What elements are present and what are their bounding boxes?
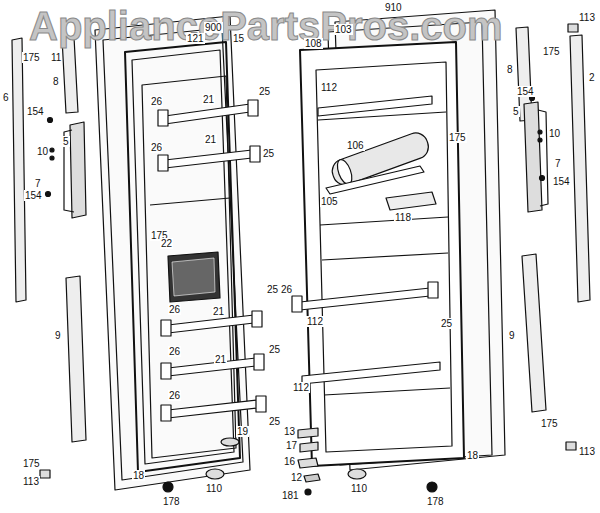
callout-number: 175 — [22, 52, 41, 63]
callout-number: 21 — [214, 354, 227, 365]
callout-number: 175 — [22, 458, 41, 469]
callout-number: 26 — [150, 96, 163, 107]
callout-number: 26 — [168, 346, 181, 357]
callout-number: 26 — [280, 284, 293, 295]
callout-number: 26 — [168, 390, 181, 401]
callout-number: 9 — [508, 330, 516, 341]
callout-number: 8 — [52, 76, 60, 87]
callout-number: 106 — [346, 140, 365, 151]
callout-number: 118 — [394, 212, 412, 223]
callout-number: 175 — [448, 132, 467, 143]
callout-number: 121 — [186, 33, 205, 44]
callout-number: 154 — [516, 86, 535, 97]
callout-number: 25 — [268, 416, 281, 427]
callout-number: 26 — [150, 142, 163, 153]
callout-number: 21 — [212, 306, 225, 317]
callout-number: 5 — [512, 106, 520, 117]
callout-number: 2 — [588, 72, 596, 83]
callout-number: 8 — [506, 64, 514, 75]
callout-number: 7 — [34, 178, 42, 189]
callout-number: 16 — [283, 456, 296, 467]
callout-number: 175 — [542, 46, 561, 57]
callout-number: 112 — [320, 82, 338, 93]
callout-number: 15 — [232, 33, 245, 44]
callout-number: 113 — [578, 446, 596, 457]
callout-number: 10 — [548, 128, 561, 139]
callout-number: 178 — [426, 496, 445, 507]
callout-number: 17 — [285, 440, 298, 451]
callout-number: 154 — [24, 190, 43, 201]
callout-number: 181 — [281, 490, 300, 501]
callout-number: 25 — [440, 318, 453, 329]
callout-number: 11 — [50, 52, 62, 63]
callout-number: 10 — [36, 146, 49, 157]
callout-number: 175 — [540, 418, 559, 429]
watermark: AppliancePartsPros.com — [28, 4, 504, 48]
callout-number: 25 — [266, 284, 279, 295]
callout-number: 112 — [292, 382, 310, 393]
callout-number: 18 — [132, 470, 145, 481]
callout-number: 5 — [62, 136, 70, 147]
callout-number: 105 — [320, 196, 339, 207]
callout-number: 113 — [22, 476, 40, 487]
callout-number: 18 — [466, 450, 479, 461]
callout-number: 12 — [290, 472, 303, 483]
callout-number: 900 — [204, 22, 223, 33]
callout-number: 110 — [205, 483, 223, 494]
callout-number: 112 — [306, 316, 324, 327]
callout-number: 21 — [202, 94, 215, 105]
callout-number: 9 — [54, 330, 62, 341]
callout-number: 103 — [334, 24, 353, 35]
callout-number: 110 — [350, 483, 368, 494]
callout-number: 21 — [204, 134, 217, 145]
callout-number: 154 — [26, 106, 45, 117]
callout-number: 108 — [304, 38, 323, 49]
callout-number: 13 — [283, 426, 296, 437]
callout-number: 7 — [554, 158, 562, 169]
callout-number: 113 — [578, 12, 596, 23]
callout-number: 178 — [162, 496, 181, 507]
callout-number: 25 — [262, 148, 275, 159]
callout-number: 25 — [258, 86, 271, 97]
callout-number: 22 — [160, 238, 173, 249]
callout-number: 6 — [2, 92, 10, 103]
callout-number: 154 — [552, 176, 571, 187]
callout-number: 910 — [384, 2, 403, 13]
callout-number: 19 — [236, 426, 249, 437]
callout-number: 26 — [168, 304, 181, 315]
callout-number: 25 — [268, 344, 281, 355]
